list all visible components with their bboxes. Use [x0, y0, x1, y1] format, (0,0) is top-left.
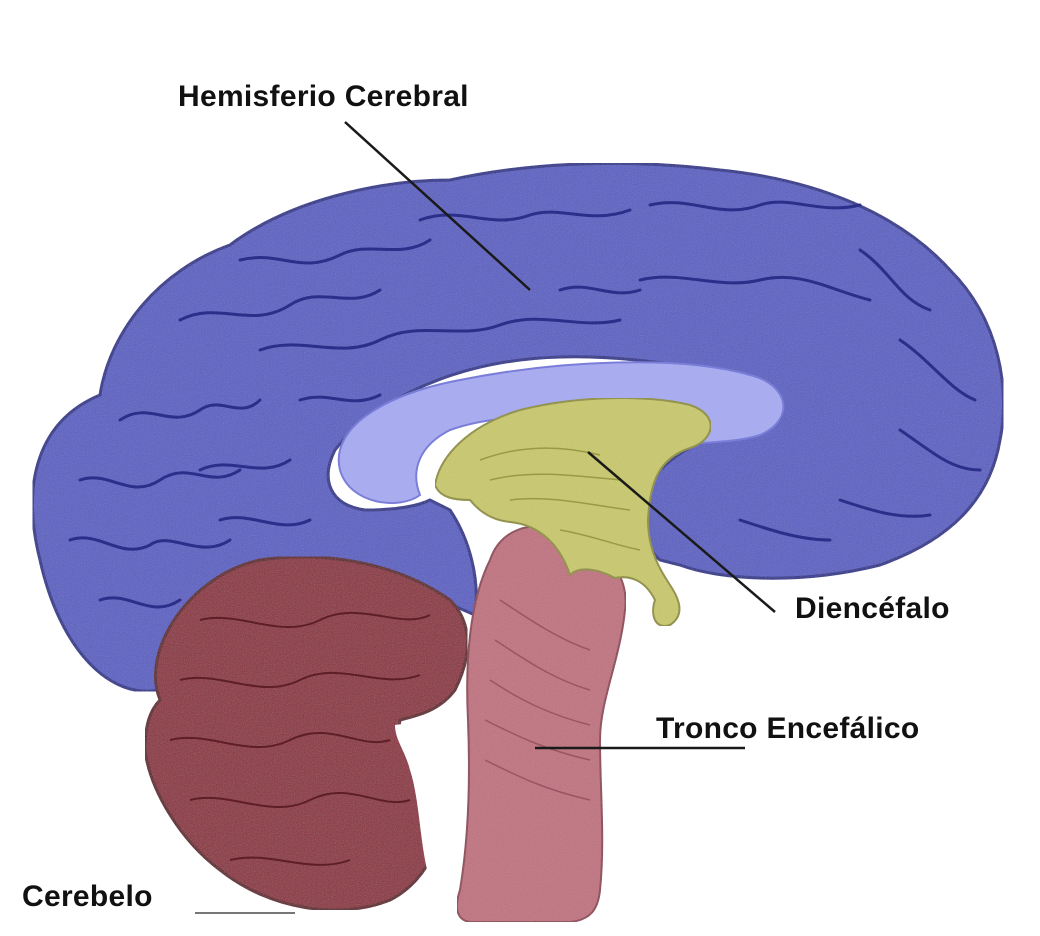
label-diencefalo: Diencéfalo — [795, 592, 950, 626]
label-hemisferio-cerebral: Hemisferio Cerebral — [178, 80, 469, 114]
brainstem — [457, 526, 626, 922]
label-cerebelo: Cerebelo — [22, 880, 153, 914]
label-tronco-encefalico: Tronco Encefálico — [656, 712, 920, 746]
